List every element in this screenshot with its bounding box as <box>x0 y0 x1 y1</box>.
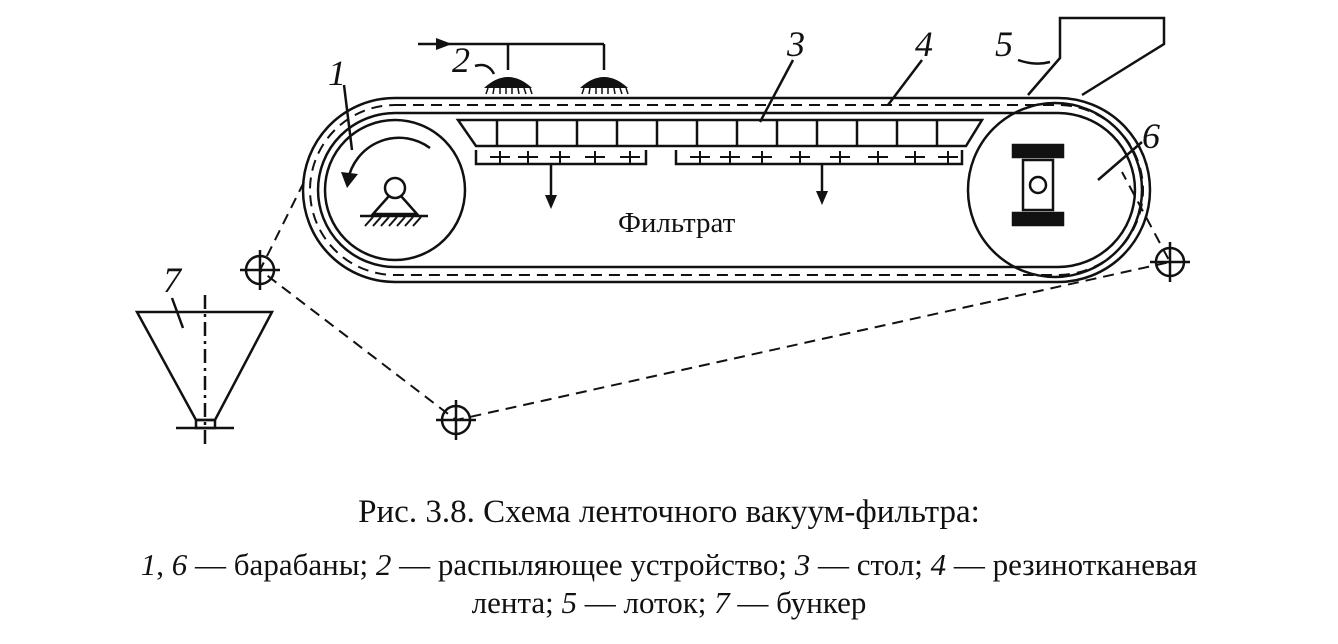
drum-left <box>323 118 467 262</box>
legend-text-sprayer: — распыляющее устройство; <box>391 547 795 582</box>
spray-nozzle-2 <box>580 77 628 88</box>
belt-vacuum-filter-diagram: 1 2 3 4 5 6 7 Фильтрат <box>134 16 1190 448</box>
legend-num-6: 6 <box>171 547 188 582</box>
legend-separator: , <box>156 547 172 582</box>
legend-num-7: 7 <box>714 585 730 620</box>
label-1: 1 <box>328 53 346 93</box>
legend-num-4: 4 <box>930 547 947 582</box>
drum-left-axle <box>383 176 407 200</box>
label-4: 4 <box>915 24 933 64</box>
legend-line-1: 1, 6 — барабаны; 2 — распыляющее устройс… <box>0 546 1338 584</box>
table-cell-dividers <box>495 120 939 146</box>
roller-left <box>240 250 280 290</box>
filtrate-label: Фильтрат <box>618 207 736 239</box>
roller-bottom <box>436 400 476 440</box>
legend-text-belt: — резинотканевая <box>946 547 1198 582</box>
collector-left <box>474 150 648 166</box>
legend-num-5: 5 <box>561 585 578 620</box>
label-2: 2 <box>452 40 470 80</box>
roller-right <box>1150 242 1190 282</box>
legend-num-2: 2 <box>375 547 392 582</box>
figure-legend: 1, 6 — барабаны; 2 — распыляющее устройс… <box>0 546 1338 622</box>
legend-text-chute: — лоток; <box>577 585 715 620</box>
legend-text-belt-cont: лента; <box>471 585 562 620</box>
legend-line-2: лента; 5 — лоток; 7 — бункер <box>0 584 1338 622</box>
bearing-housing <box>1021 158 1055 212</box>
legend-text-drums: — барабаны; <box>187 547 376 582</box>
label-7: 7 <box>163 260 183 300</box>
belt-inner <box>316 111 1137 269</box>
figure-caption-title: Рис. 3.8. Схема ленточного вакуум-фильтр… <box>358 494 980 530</box>
rotation-arrow <box>346 136 431 181</box>
label-6: 6 <box>1142 116 1160 156</box>
filter-cloth-dashed <box>309 104 1144 276</box>
legend-text-hopper: — бункер <box>729 585 867 620</box>
legend-text-table: — стол; <box>810 547 931 582</box>
legend-num-1: 1 <box>140 547 157 582</box>
legend-num-3: 3 <box>794 547 811 582</box>
belt-outer <box>301 96 1152 284</box>
vacuum-table <box>455 118 985 148</box>
chute <box>1027 16 1166 97</box>
label-5: 5 <box>995 24 1013 64</box>
spray-nozzle-1 <box>484 77 532 88</box>
collector-right <box>674 150 964 166</box>
label-3: 3 <box>786 24 805 64</box>
drum-right <box>966 101 1144 279</box>
